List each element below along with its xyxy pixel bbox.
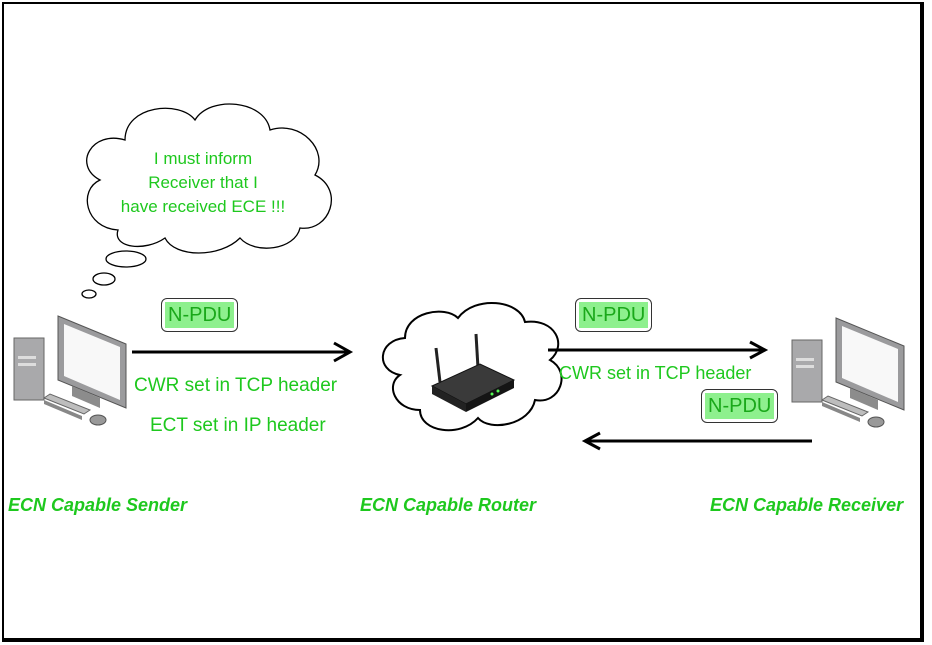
receiver-computer-icon [791, 317, 905, 428]
sender-label: ECN Capable Sender [8, 495, 188, 515]
packet-label: N-PDU [165, 302, 235, 328]
receiver-label: ECN Capable Receiver [710, 495, 904, 515]
router-label: ECN Capable Router [360, 495, 537, 515]
thought-line: Receiver that I [148, 173, 258, 192]
router-cloud [382, 302, 563, 432]
thought-cloud [81, 103, 332, 299]
packet-receiver-to-router: N-PDU [701, 389, 779, 423]
arrow-receiver-to-router [581, 431, 812, 451]
router-icon [430, 333, 516, 412]
cwr-label-sender: CWR set in TCP header [134, 375, 338, 396]
packet-label: N-PDU [705, 393, 775, 419]
cwr-label-router: CWR set in TCP header [559, 363, 752, 383]
packet-router-to-receiver: N-PDU [575, 298, 653, 332]
arrow-sender-to-router [132, 341, 354, 363]
ect-label-sender: ECT set in IP header [150, 415, 326, 436]
packet-label: N-PDU [579, 302, 649, 328]
sender-computer-icon [13, 315, 127, 426]
thought-line: I must inform [153, 149, 253, 168]
thought-text: I must inform Receiver that I have recei… [118, 147, 288, 219]
packet-sender-to-router: N-PDU [161, 298, 239, 332]
thought-line: have received ECE !!! [120, 197, 286, 216]
arrow-router-to-receiver [548, 340, 769, 360]
